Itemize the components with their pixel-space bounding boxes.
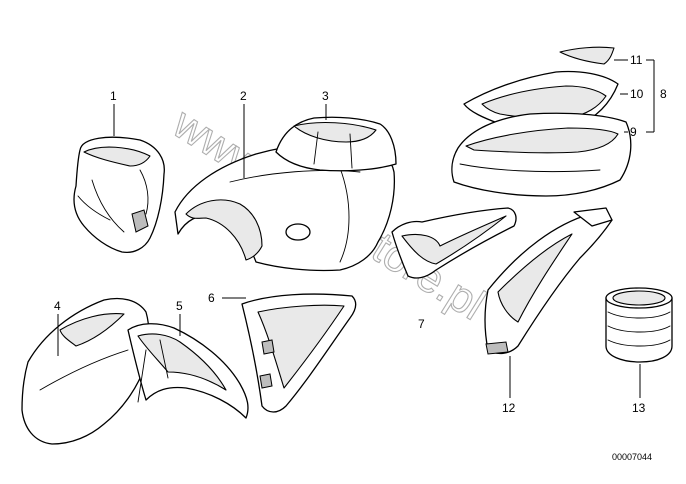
callout-1: 1 — [110, 89, 117, 103]
callout-10: 10 — [630, 87, 644, 101]
callout-5: 5 — [176, 299, 183, 313]
part-4-front-mudguard — [21, 297, 150, 445]
callout-8: 8 — [660, 87, 667, 101]
callout-3: 3 — [322, 89, 329, 103]
part-7-side-trim — [391, 207, 517, 279]
part-11-trim-piece — [559, 46, 615, 65]
part-5-inner-fender — [127, 323, 249, 419]
callout-2: 2 — [240, 89, 247, 103]
part-3-top-cowl — [275, 116, 397, 172]
callout-6: 6 — [208, 291, 215, 305]
part-12-rear-mudguard — [484, 207, 613, 355]
leader-lines — [57, 59, 655, 398]
callout-11: 11 — [630, 53, 643, 67]
part-9-seat-base — [451, 112, 632, 197]
part-13-cylinder-sleeve — [605, 287, 673, 363]
part-6-side-panel — [241, 293, 357, 413]
document-id: 00007044 — [612, 452, 652, 462]
callout-12: 12 — [502, 401, 516, 415]
callout-9: 9 — [630, 125, 637, 139]
part-1-headlight-fairing — [73, 136, 165, 254]
callout-13: 13 — [632, 401, 646, 415]
callout-4: 4 — [54, 299, 61, 313]
callout-7: 7 — [418, 317, 425, 331]
